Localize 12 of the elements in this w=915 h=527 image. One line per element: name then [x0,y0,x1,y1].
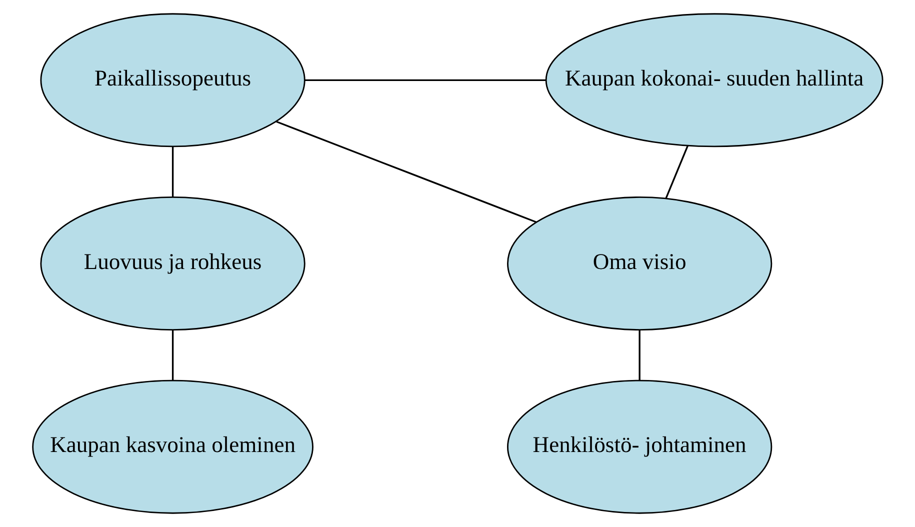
node-ellipse: Kaupan kasvoina oleminen [32,380,314,514]
node-ellipse: Oma visio [507,196,772,330]
node-ellipse: Kaupan kokonai- suuden hallinta [545,13,884,148]
connector [276,120,537,223]
connector [172,146,174,198]
node-ellipse: Henkilöstö- johtaminen [507,380,772,514]
connector [665,145,689,198]
node-ellipse: Paikallissopeutus [40,13,306,148]
connector [638,330,640,380]
node-ellipse: Luovuus ja rohkeus [40,196,306,330]
connector [172,330,174,380]
connector [305,79,546,81]
